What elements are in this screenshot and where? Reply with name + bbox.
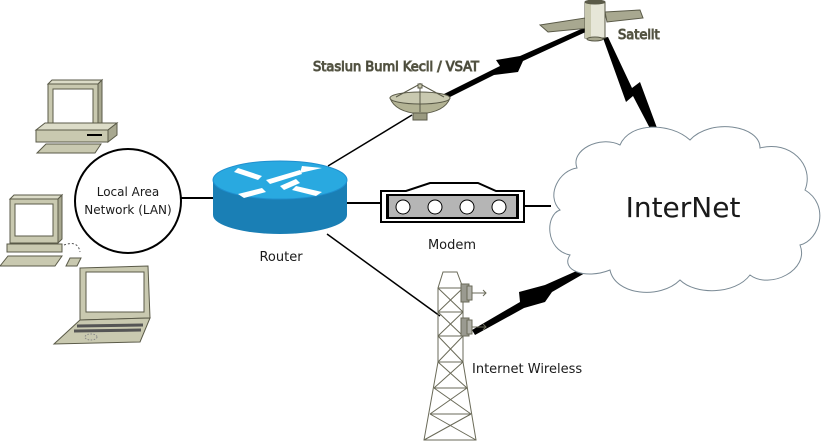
- wireless-link-satellite-internet: [603, 37, 660, 138]
- lan-label-line1: Local Area: [97, 185, 160, 199]
- modem-label: Modem: [428, 238, 476, 253]
- modem-icon[interactable]: Modem: [380, 182, 525, 253]
- satellite-label: Satelit: [618, 28, 660, 43]
- link-router-tower: [326, 233, 441, 317]
- internet-cloud-icon[interactable]: InterNet: [549, 126, 821, 293]
- laptop-icon[interactable]: [52, 265, 151, 345]
- lan-label-line2: Network (LAN): [84, 203, 171, 217]
- internet-label: InterNet: [626, 191, 741, 224]
- vsat-dish-icon[interactable]: Stasiun Bumi Kecil / VSAT: [313, 60, 480, 121]
- link-router-vsat: [327, 114, 413, 167]
- lan-node[interactable]: Local Area Network (LAN): [74, 148, 182, 254]
- router-label: Router: [259, 250, 303, 265]
- wireless-label: Internet Wireless: [472, 362, 582, 377]
- vsat-label: Stasiun Bumi Kecil / VSAT: [313, 60, 479, 75]
- workstation-computer-icon[interactable]: [0, 193, 82, 267]
- wireless-tower-icon[interactable]: Internet Wireless: [423, 271, 582, 441]
- router-icon[interactable]: Router: [212, 160, 348, 265]
- desktop-computer-icon[interactable]: [34, 78, 119, 154]
- satellite-icon[interactable]: Satelit: [538, 0, 660, 44]
- wireless-link-tower-internet: [472, 265, 592, 335]
- wireless-link-vsat-satellite: [440, 26, 590, 100]
